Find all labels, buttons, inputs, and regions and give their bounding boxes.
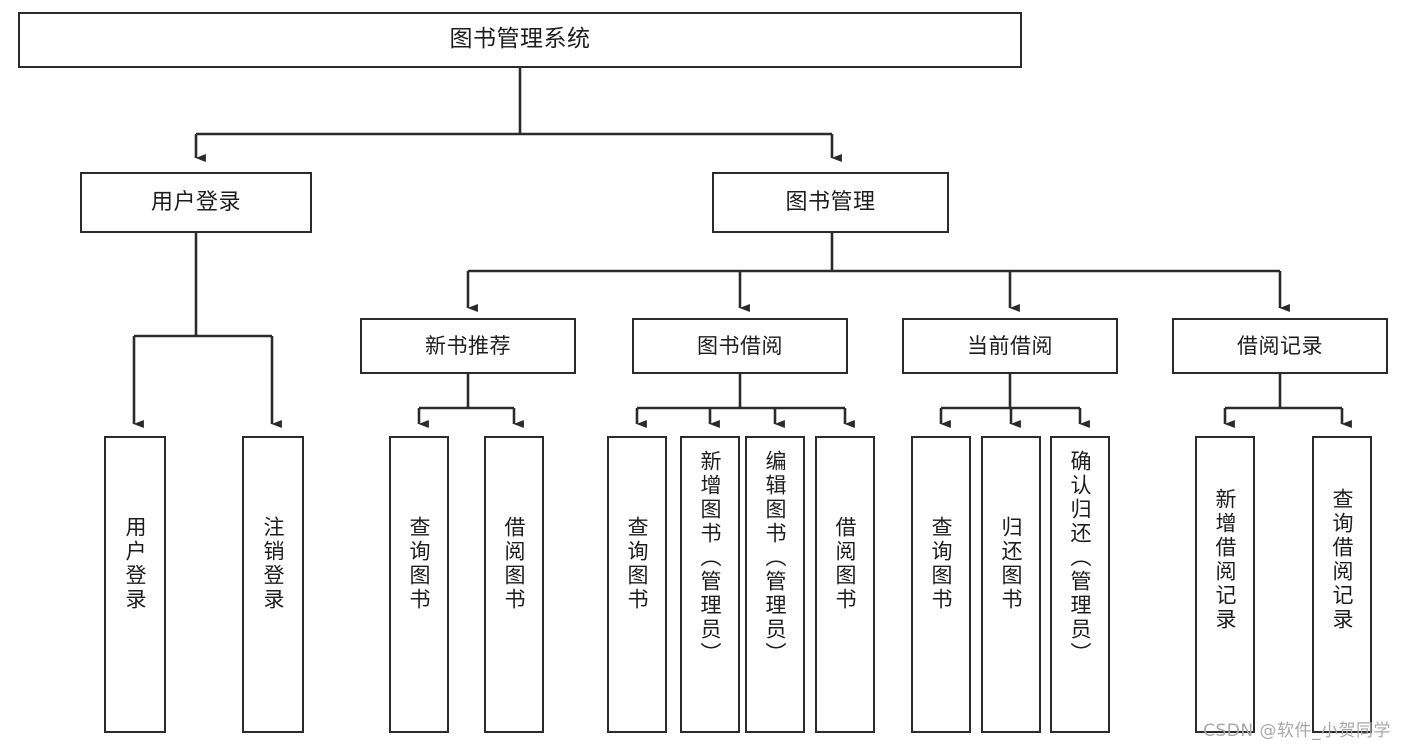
leaf-current-borrow-return-book[interactable]: 归还图书 <box>981 436 1041 733</box>
leaf-borrow-record-add-record[interactable]: 新增借阅记录 <box>1195 436 1255 733</box>
leaf-label: 新增图书（管理员） <box>698 450 723 666</box>
leaf-label: 新增借阅记录 <box>1213 488 1238 632</box>
leaf-new-book-query-book[interactable]: 查询图书 <box>389 436 449 733</box>
leaf-book-borrow-query-book[interactable]: 查询图书 <box>607 436 667 733</box>
csdn-watermark: CSDN @软件_小贺同学 <box>1203 721 1391 741</box>
leaf-label: 查询图书 <box>625 516 650 612</box>
node-current-borrow[interactable]: 当前借阅 <box>902 318 1118 374</box>
leaf-label: 查询图书 <box>407 516 432 612</box>
leaf-label: 编辑图书（管理员） <box>763 450 788 666</box>
node-book-borrow[interactable]: 图书借阅 <box>632 318 848 374</box>
leaf-label: 注销登录 <box>261 516 286 612</box>
node-label: 图书管理 <box>785 189 876 215</box>
node-label: 图书借阅 <box>697 333 783 358</box>
leaf-borrow-record-query-record[interactable]: 查询借阅记录 <box>1312 436 1372 733</box>
node-label: 当前借阅 <box>967 333 1053 358</box>
leaf-current-borrow-confirm-return-admin[interactable]: 确认归还（管理员） <box>1050 436 1110 733</box>
leaf-label: 借阅图书 <box>833 516 858 612</box>
node-new-book-recommend[interactable]: 新书推荐 <box>360 318 576 374</box>
node-label: 新书推荐 <box>425 333 511 358</box>
leaf-new-book-borrow-book[interactable]: 借阅图书 <box>484 436 544 733</box>
leaf-label: 查询借阅记录 <box>1330 488 1355 632</box>
leaf-label: 查询图书 <box>929 516 954 612</box>
node-label: 借阅记录 <box>1237 333 1323 358</box>
leaf-book-borrow-edit-book-admin[interactable]: 编辑图书（管理员） <box>745 436 805 733</box>
leaf-label: 借阅图书 <box>502 516 527 612</box>
leaf-current-borrow-query-book[interactable]: 查询图书 <box>911 436 971 733</box>
node-user-login[interactable]: 用户登录 <box>80 172 312 233</box>
leaf-label: 确认归还（管理员） <box>1068 450 1093 666</box>
leaf-label: 归还图书 <box>999 516 1024 612</box>
node-label: 图书管理系统 <box>449 26 591 53</box>
node-root-system[interactable]: 图书管理系统 <box>18 12 1022 68</box>
leaf-label: 用户登录 <box>123 516 148 612</box>
node-book-management[interactable]: 图书管理 <box>712 172 949 233</box>
leaf-book-borrow-borrow-book[interactable]: 借阅图书 <box>815 436 875 733</box>
node-borrow-record[interactable]: 借阅记录 <box>1172 318 1388 374</box>
node-label: 用户登录 <box>150 189 241 215</box>
leaf-user-login-logout[interactable]: 注销登录 <box>242 436 304 733</box>
leaf-user-login-login[interactable]: 用户登录 <box>104 436 166 733</box>
leaf-book-borrow-add-book-admin[interactable]: 新增图书（管理员） <box>680 436 740 733</box>
